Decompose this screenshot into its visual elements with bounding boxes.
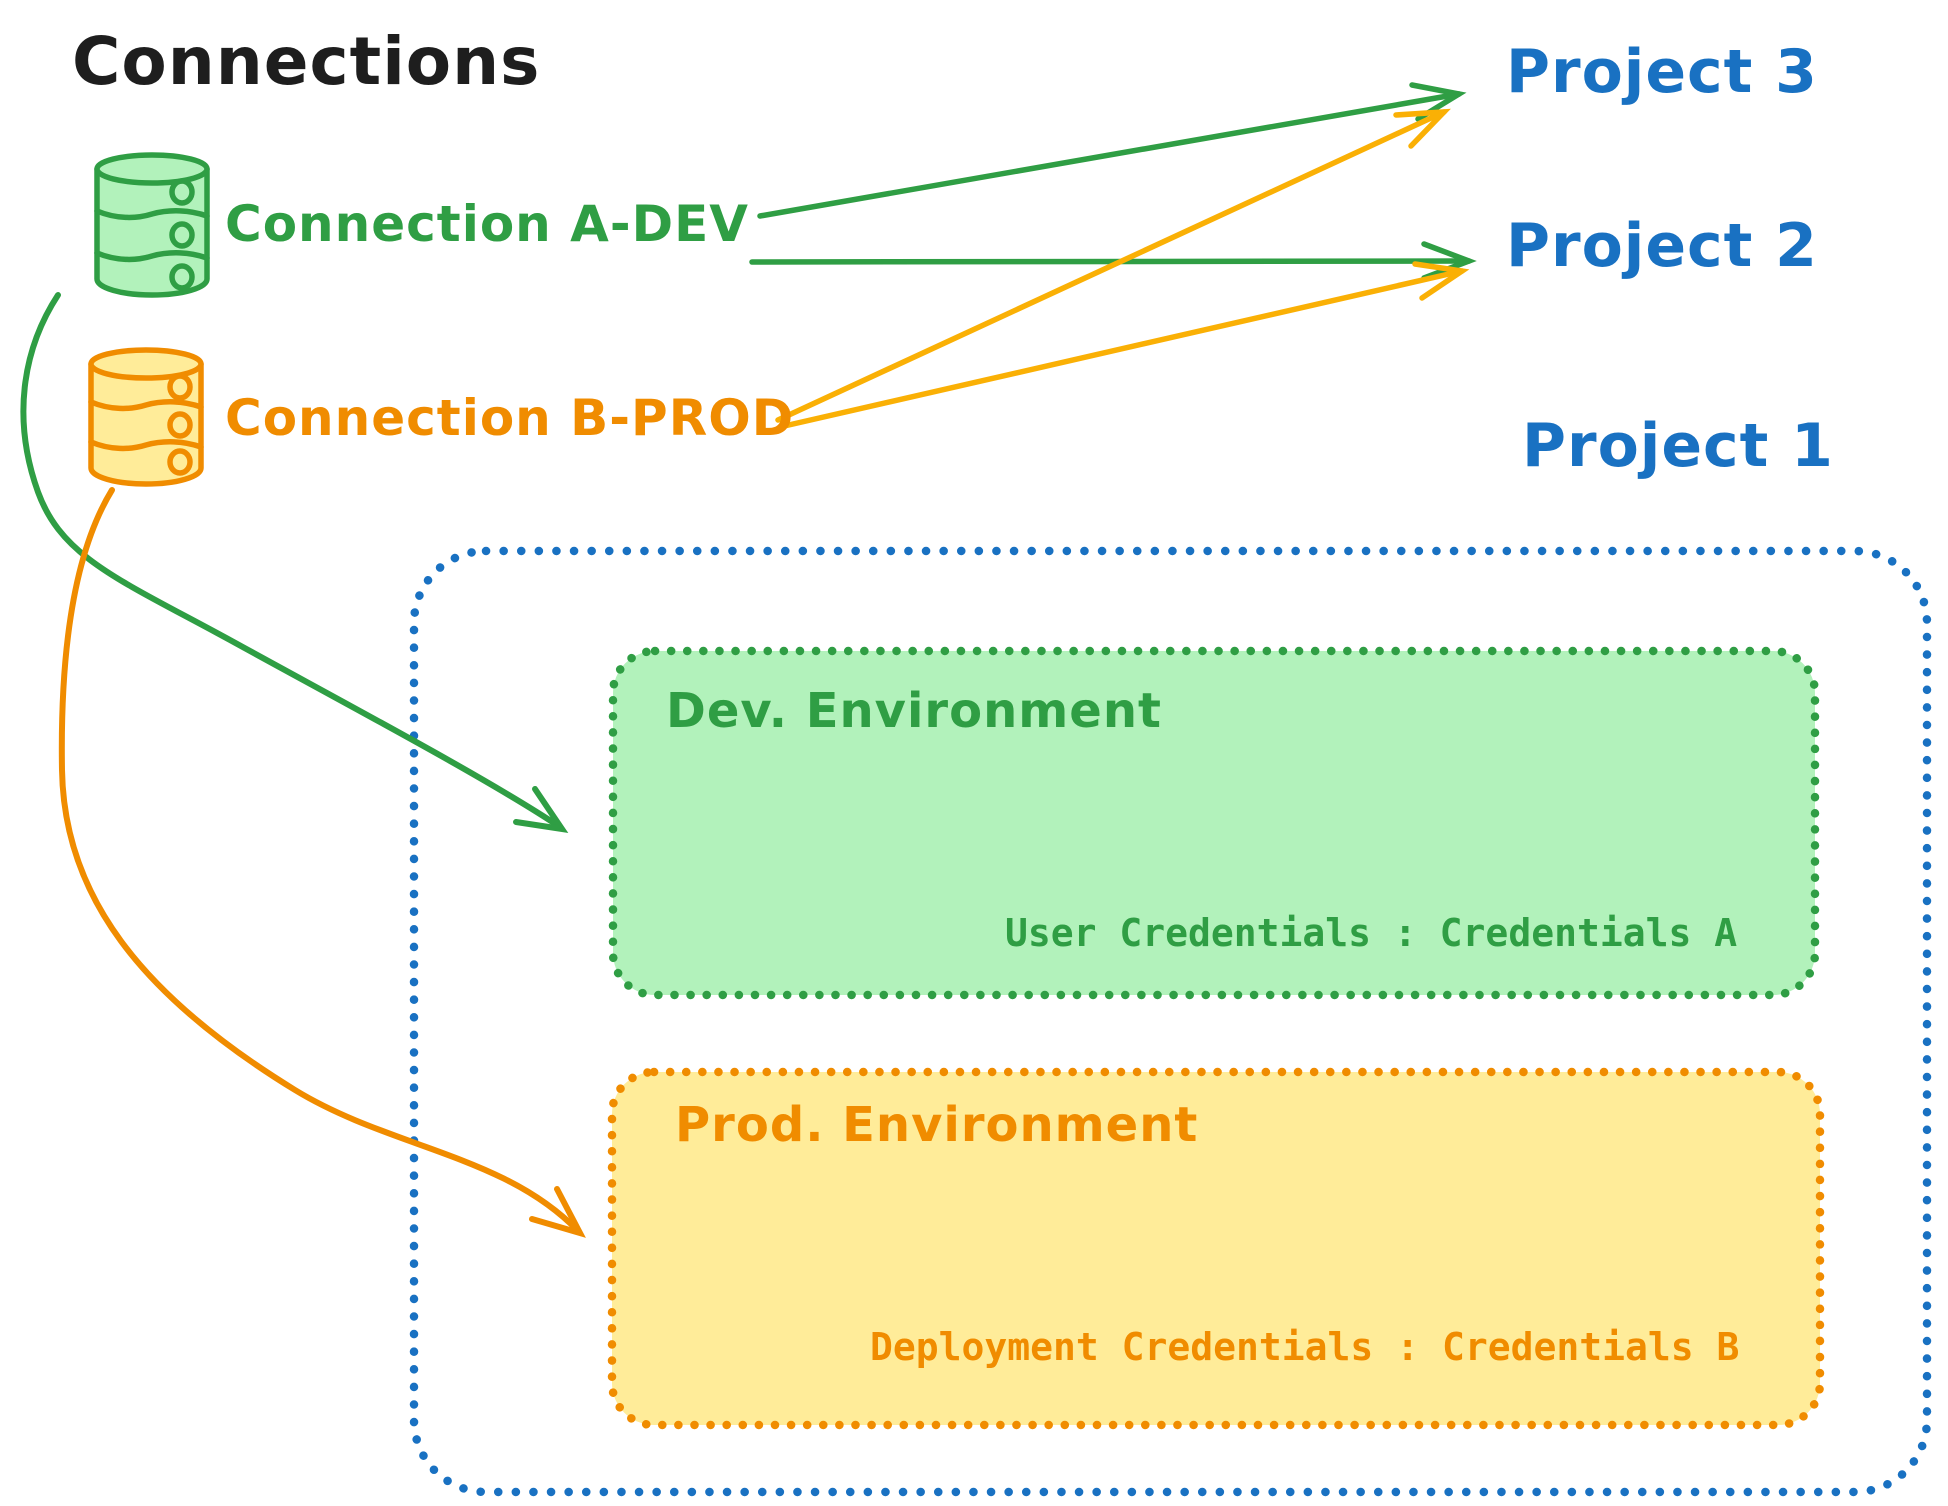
prod-environment-title: Prod. Environment <box>675 1097 1199 1153</box>
project1-label: Project 1 <box>1522 411 1834 481</box>
database-icon-dev <box>94 152 210 298</box>
arrow-adev-to-project3 <box>757 82 1467 219</box>
project1-container-box <box>409 546 1932 1497</box>
arrow-bprod-to-prod-environment <box>58 487 586 1238</box>
prod-environment-credentials: Deployment Credentials : Credentials B <box>870 1325 1740 1369</box>
connection-a-dev-label: Connection A-DEV <box>225 195 749 253</box>
arrow-adev-to-project2 <box>749 241 1477 281</box>
project2-label: Project 2 <box>1506 211 1818 281</box>
dev-environment-title: Dev. Environment <box>666 683 1162 739</box>
diagram-title: Connections <box>72 23 541 100</box>
dev-environment-credentials: User Credentials : Credentials A <box>1005 911 1738 955</box>
arrow-bprod-to-project2 <box>777 261 1470 430</box>
database-icon-prod <box>88 347 204 487</box>
prod-environment-box <box>607 1067 1825 1430</box>
arrow-bprod-to-project3 <box>775 108 1451 423</box>
arrow-adev-to-dev-environment <box>20 292 569 833</box>
dev-environment-box <box>608 646 1820 1000</box>
project3-label: Project 3 <box>1506 37 1818 107</box>
connection-b-prod-label: Connection B-PROD <box>225 389 795 447</box>
